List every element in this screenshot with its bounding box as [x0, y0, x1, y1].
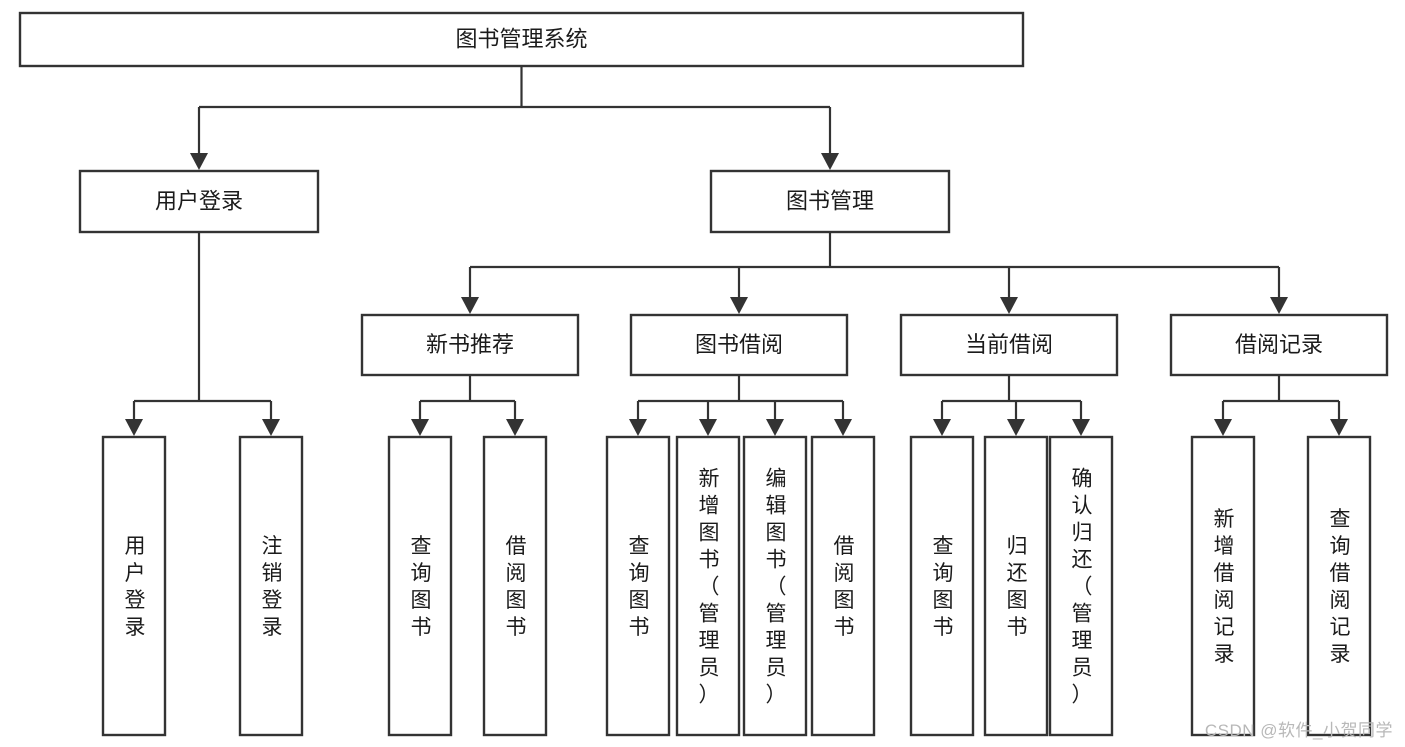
node-label-leaf-add-borrow-record: 新增借阅记录: [1214, 508, 1235, 666]
arrow-head-icon: [766, 419, 784, 436]
node-label-leaf-add-book: 新增图书（管理员）: [699, 468, 720, 707]
node-label-leaf-query-book-borrow: 查询图书: [629, 535, 650, 639]
node-label-leaf-confirm-return: 确认归还（管理员）: [1072, 468, 1093, 707]
arrow-head-icon: [1330, 419, 1348, 436]
node-level2-book-borrow[interactable]: 图书借阅: [629, 313, 849, 377]
node-level2-new-book-recommend[interactable]: 新书推荐: [360, 313, 580, 377]
node-level2-borrow-records[interactable]: 借阅记录: [1169, 313, 1389, 377]
node-leaf-leaf-user-logout[interactable]: 注销登录: [238, 435, 304, 737]
node-leaf-leaf-borrow-book[interactable]: 借阅图书: [810, 435, 876, 737]
arrow-head-icon: [125, 419, 143, 436]
node-leaf-leaf-user-login[interactable]: 用户登录: [101, 435, 167, 737]
node-box-leaf-borrow-book-rec[interactable]: [482, 435, 548, 737]
node-box-leaf-query-borrow-record[interactable]: [1306, 435, 1372, 737]
node-box-leaf-query-book-current[interactable]: [909, 435, 975, 737]
arrow-head-icon: [699, 419, 717, 436]
node-box-leaf-add-borrow-record[interactable]: [1190, 435, 1256, 737]
arrow-head-icon: [1000, 297, 1018, 314]
node-leaf-leaf-add-borrow-record[interactable]: 新增借阅记录: [1190, 435, 1256, 737]
node-box-book-borrow[interactable]: [629, 313, 849, 377]
node-label-leaf-query-borrow-record: 查询借阅记录: [1330, 508, 1351, 666]
node-label-borrow-records: 借阅记录: [1235, 332, 1323, 357]
node-box-book-manage[interactable]: [709, 169, 951, 234]
node-leaf-leaf-query-borrow-record[interactable]: 查询借阅记录: [1306, 435, 1372, 737]
arrow-head-icon: [411, 419, 429, 436]
node-box-leaf-query-book-rec[interactable]: [387, 435, 453, 737]
node-leaf-leaf-add-book[interactable]: 新增图书（管理员）: [675, 435, 741, 737]
node-box-leaf-return-book[interactable]: [983, 435, 1049, 737]
node-label-leaf-borrow-book: 借阅图书: [834, 535, 855, 639]
arrow-head-icon: [629, 419, 647, 436]
node-box-leaf-confirm-return[interactable]: [1048, 435, 1114, 737]
node-label-leaf-user-logout: 注销登录: [262, 535, 283, 639]
node-box-current-borrow[interactable]: [899, 313, 1119, 377]
arrow-head-icon: [506, 419, 524, 436]
arrow-head-icon: [1270, 297, 1288, 314]
node-box-leaf-query-book-borrow[interactable]: [605, 435, 671, 737]
node-layer: 图书管理系统用户登录图书管理新书推荐图书借阅当前借阅借阅记录用户登录注销登录查询…: [18, 11, 1389, 737]
node-leaf-leaf-query-book-current[interactable]: 查询图书: [909, 435, 975, 737]
node-label-leaf-borrow-book-rec: 借阅图书: [506, 535, 527, 639]
node-box-leaf-user-logout[interactable]: [238, 435, 304, 737]
arrow-head-icon: [1007, 419, 1025, 436]
node-box-leaf-user-login[interactable]: [101, 435, 167, 737]
arrow-head-icon: [190, 153, 208, 170]
node-level1-user-login[interactable]: 用户登录: [78, 169, 320, 234]
arrow-head-icon: [1214, 419, 1232, 436]
node-box-leaf-add-book[interactable]: [675, 435, 741, 737]
node-leaf-leaf-confirm-return[interactable]: 确认归还（管理员）: [1048, 435, 1114, 737]
connector-layer: [125, 66, 1348, 436]
node-label-user-login: 用户登录: [155, 188, 243, 213]
node-box-user-login[interactable]: [78, 169, 320, 234]
node-label-leaf-return-book: 归还图书: [1007, 535, 1028, 639]
arrow-head-icon: [821, 153, 839, 170]
node-label-book-borrow: 图书借阅: [695, 332, 783, 357]
arrow-head-icon: [730, 297, 748, 314]
node-leaf-leaf-borrow-book-rec[interactable]: 借阅图书: [482, 435, 548, 737]
node-leaf-leaf-edit-book[interactable]: 编辑图书（管理员）: [742, 435, 808, 737]
node-box-root[interactable]: [18, 11, 1025, 68]
node-label-book-manage: 图书管理: [786, 188, 874, 213]
node-box-borrow-records[interactable]: [1169, 313, 1389, 377]
node-leaf-leaf-query-book-borrow[interactable]: 查询图书: [605, 435, 671, 737]
node-label-root: 图书管理系统: [455, 26, 587, 51]
node-leaf-leaf-query-book-rec[interactable]: 查询图书: [387, 435, 453, 737]
arrow-head-icon: [262, 419, 280, 436]
node-root[interactable]: 图书管理系统: [18, 11, 1025, 68]
watermark-text: CSDN @软件_小贺同学: [1204, 721, 1393, 740]
node-box-leaf-edit-book[interactable]: [742, 435, 808, 737]
node-label-leaf-query-book-current: 查询图书: [933, 535, 954, 639]
node-box-new-book-recommend[interactable]: [360, 313, 580, 377]
node-level1-book-manage[interactable]: 图书管理: [709, 169, 951, 234]
node-leaf-leaf-return-book[interactable]: 归还图书: [983, 435, 1049, 737]
node-label-leaf-edit-book: 编辑图书（管理员）: [766, 468, 787, 707]
node-label-new-book-recommend: 新书推荐: [426, 332, 514, 357]
node-label-leaf-query-book-rec: 查询图书: [411, 535, 432, 639]
node-label-leaf-user-login: 用户登录: [125, 535, 146, 639]
node-level2-current-borrow[interactable]: 当前借阅: [899, 313, 1119, 377]
arrow-head-icon: [834, 419, 852, 436]
arrow-head-icon: [461, 297, 479, 314]
node-box-leaf-borrow-book[interactable]: [810, 435, 876, 737]
node-label-current-borrow: 当前借阅: [965, 332, 1053, 357]
arrow-head-icon: [933, 419, 951, 436]
arrow-head-icon: [1072, 419, 1090, 436]
